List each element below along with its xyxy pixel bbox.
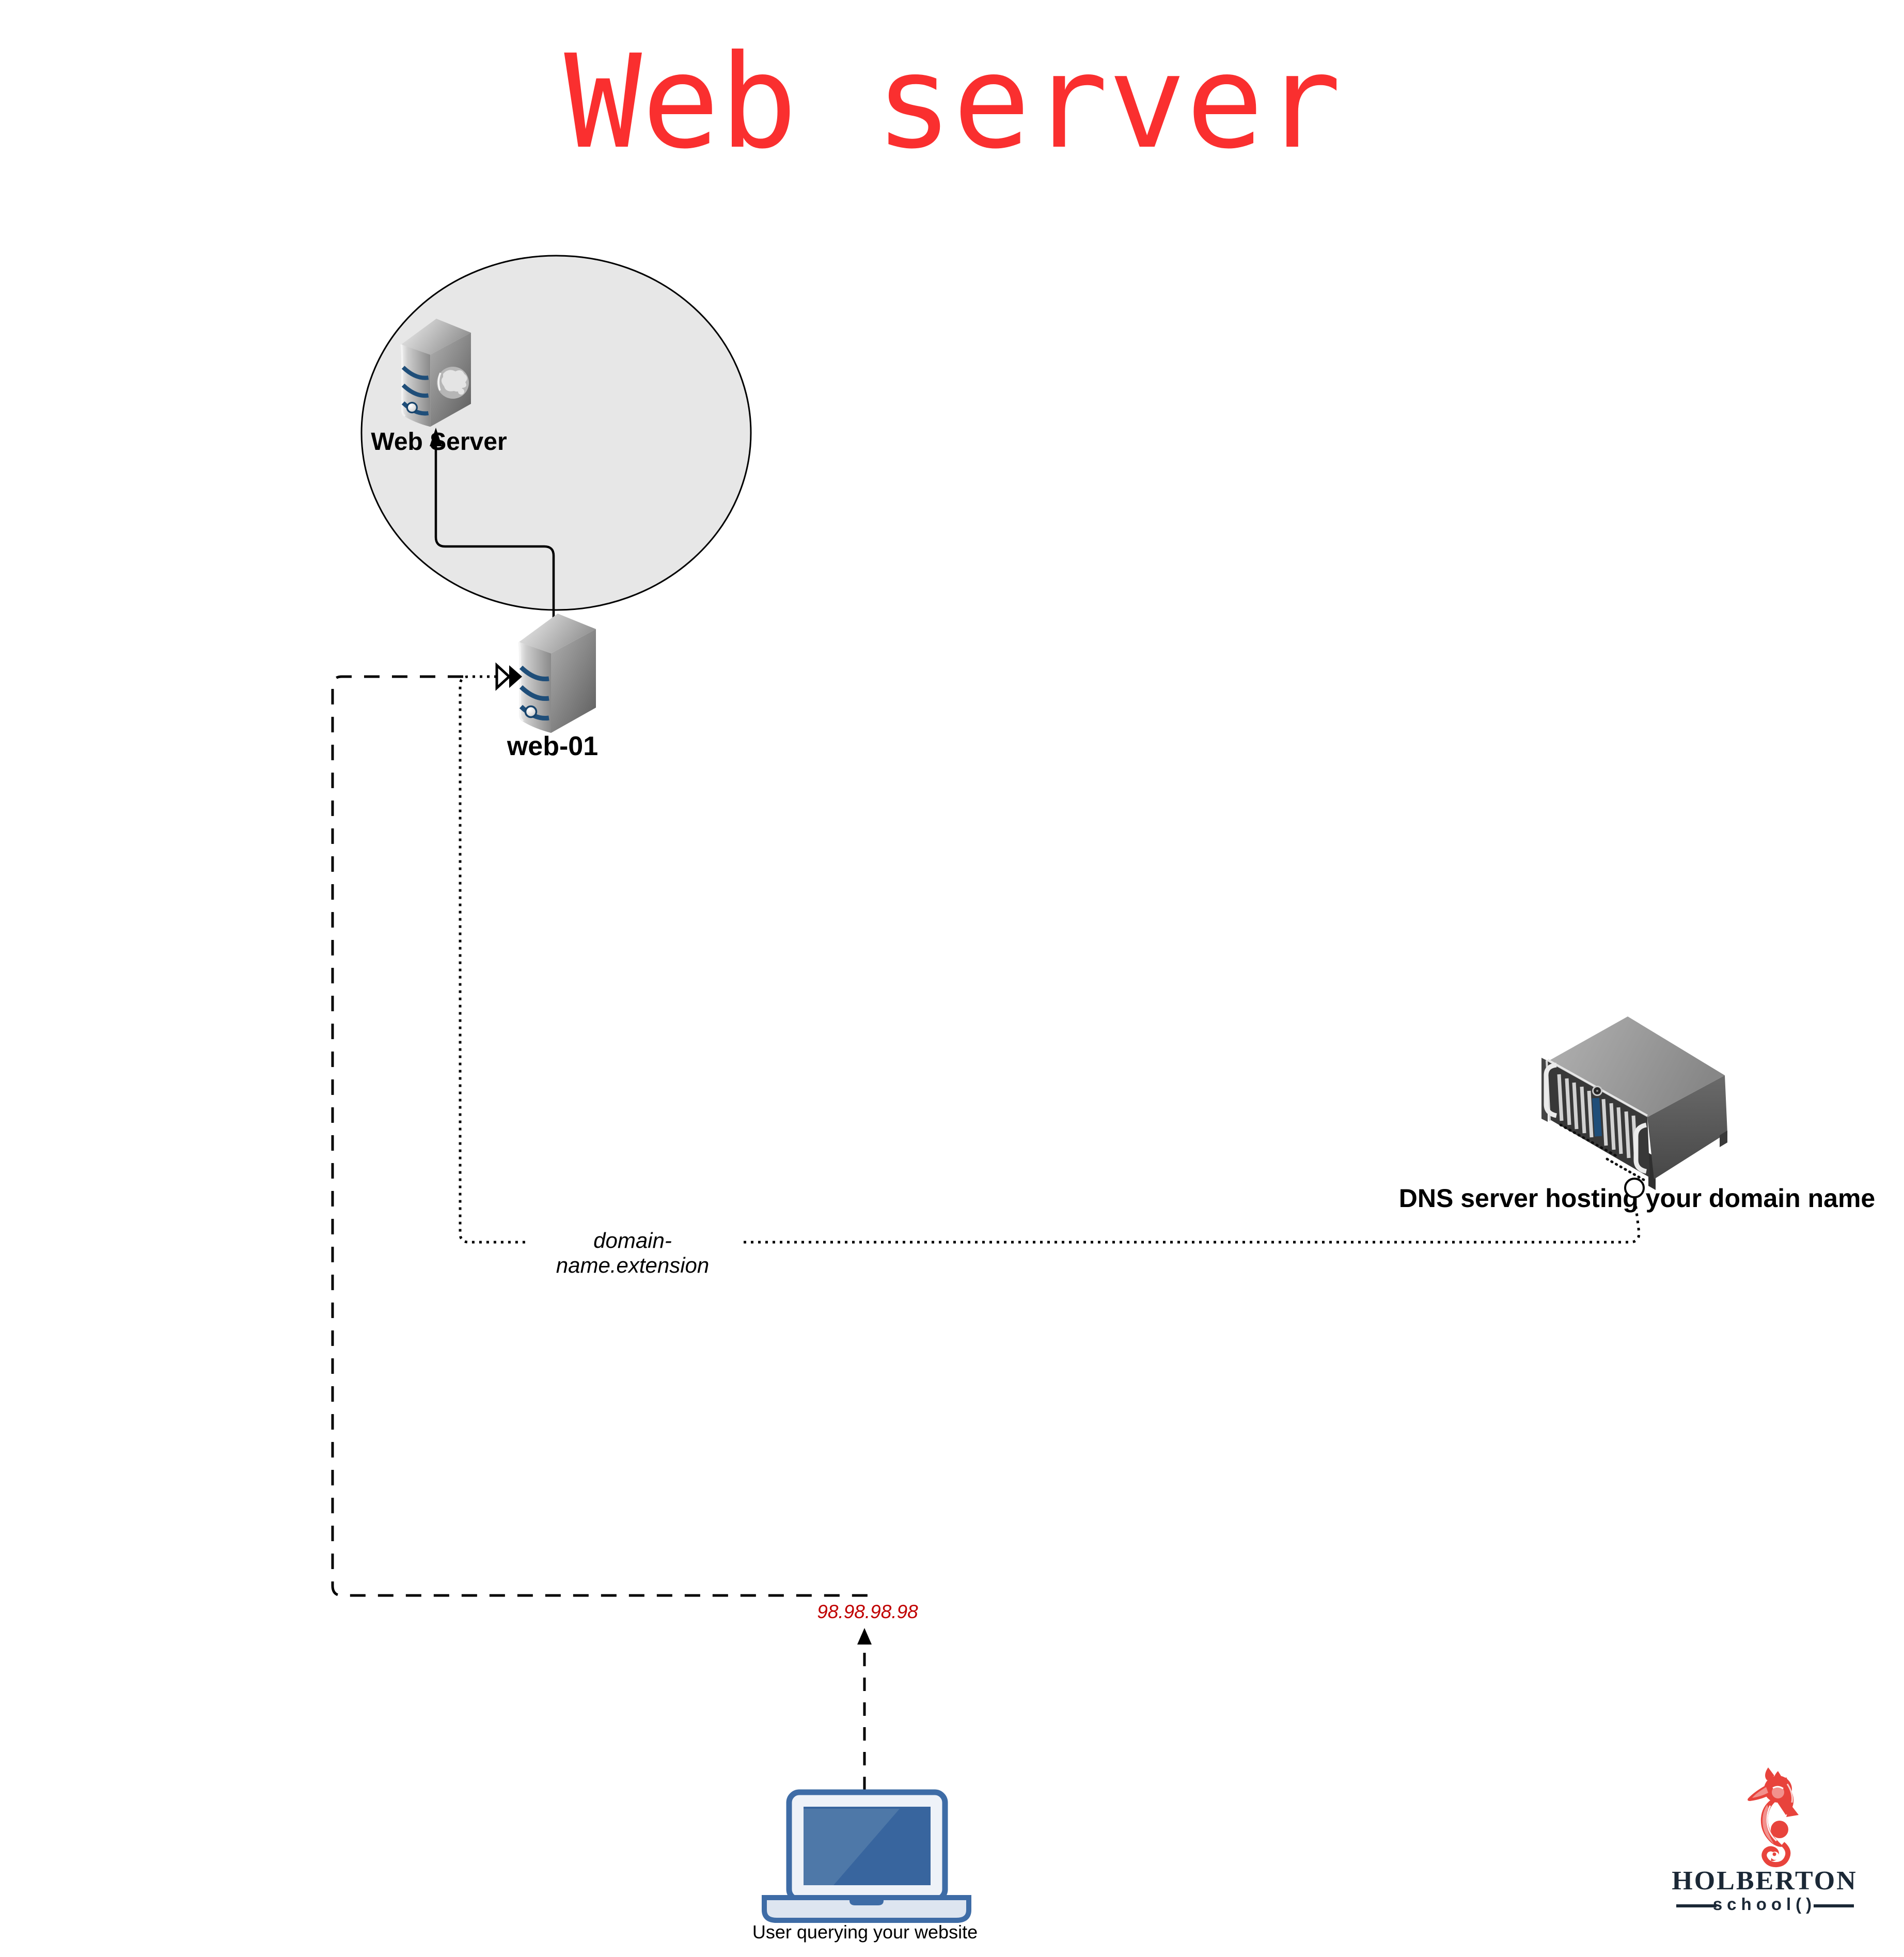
dns-handle-icon bbox=[1633, 1122, 1647, 1174]
logo-rule-right bbox=[1814, 1904, 1854, 1907]
user-arrowhead-icon bbox=[857, 1628, 872, 1645]
web-server-label: Web Server bbox=[371, 428, 507, 456]
web01-label: web-01 bbox=[507, 731, 599, 761]
dns-top-face bbox=[1548, 1016, 1725, 1117]
request-arrowhead-icon bbox=[495, 662, 522, 691]
logo-brand-text: HOLBERTON bbox=[1672, 1866, 1858, 1896]
user-label: User querying your website bbox=[752, 1921, 978, 1943]
globe-highlight bbox=[437, 372, 442, 391]
laptop-notch bbox=[849, 1896, 884, 1905]
dns-server-icon bbox=[1541, 1016, 1727, 1190]
up-arrowhead-icon bbox=[430, 428, 442, 446]
solid-connector bbox=[434, 442, 555, 647]
web01-server-icon bbox=[519, 614, 596, 733]
ip-address-label: 98.98.98.98 bbox=[817, 1601, 918, 1622]
web-server-icon bbox=[401, 319, 471, 427]
logo-rule-left bbox=[1676, 1904, 1717, 1907]
logo-school-text: school() bbox=[1712, 1895, 1817, 1914]
laptop-icon bbox=[762, 1789, 971, 1923]
laptop-screen-glare bbox=[804, 1809, 900, 1885]
seahorse-logo-icon bbox=[1748, 1767, 1799, 1868]
request-path bbox=[331, 675, 868, 1597]
laptop-base bbox=[762, 1895, 971, 1923]
globe-landmass bbox=[441, 370, 467, 392]
dns-side-face bbox=[1647, 1075, 1727, 1179]
dns-node-marker bbox=[1624, 1178, 1645, 1198]
dns-path-left bbox=[459, 675, 527, 1244]
dns-vent-dots bbox=[1559, 1123, 1618, 1157]
globe-landmass bbox=[458, 388, 464, 395]
page-title: Web server bbox=[564, 27, 1342, 177]
dns-blue-stripe bbox=[1592, 1098, 1602, 1137]
dns-lock-knob-dot bbox=[1596, 1090, 1598, 1092]
dns-path-right bbox=[744, 1197, 1641, 1244]
domain-name-label: domain-name.extension bbox=[556, 1228, 710, 1278]
dns-vent-dots bbox=[1606, 1157, 1647, 1182]
dns-handle-icon bbox=[1544, 1062, 1557, 1118]
dns-rack-step bbox=[1720, 1131, 1727, 1147]
dns-vent-slats bbox=[1557, 1074, 1638, 1163]
